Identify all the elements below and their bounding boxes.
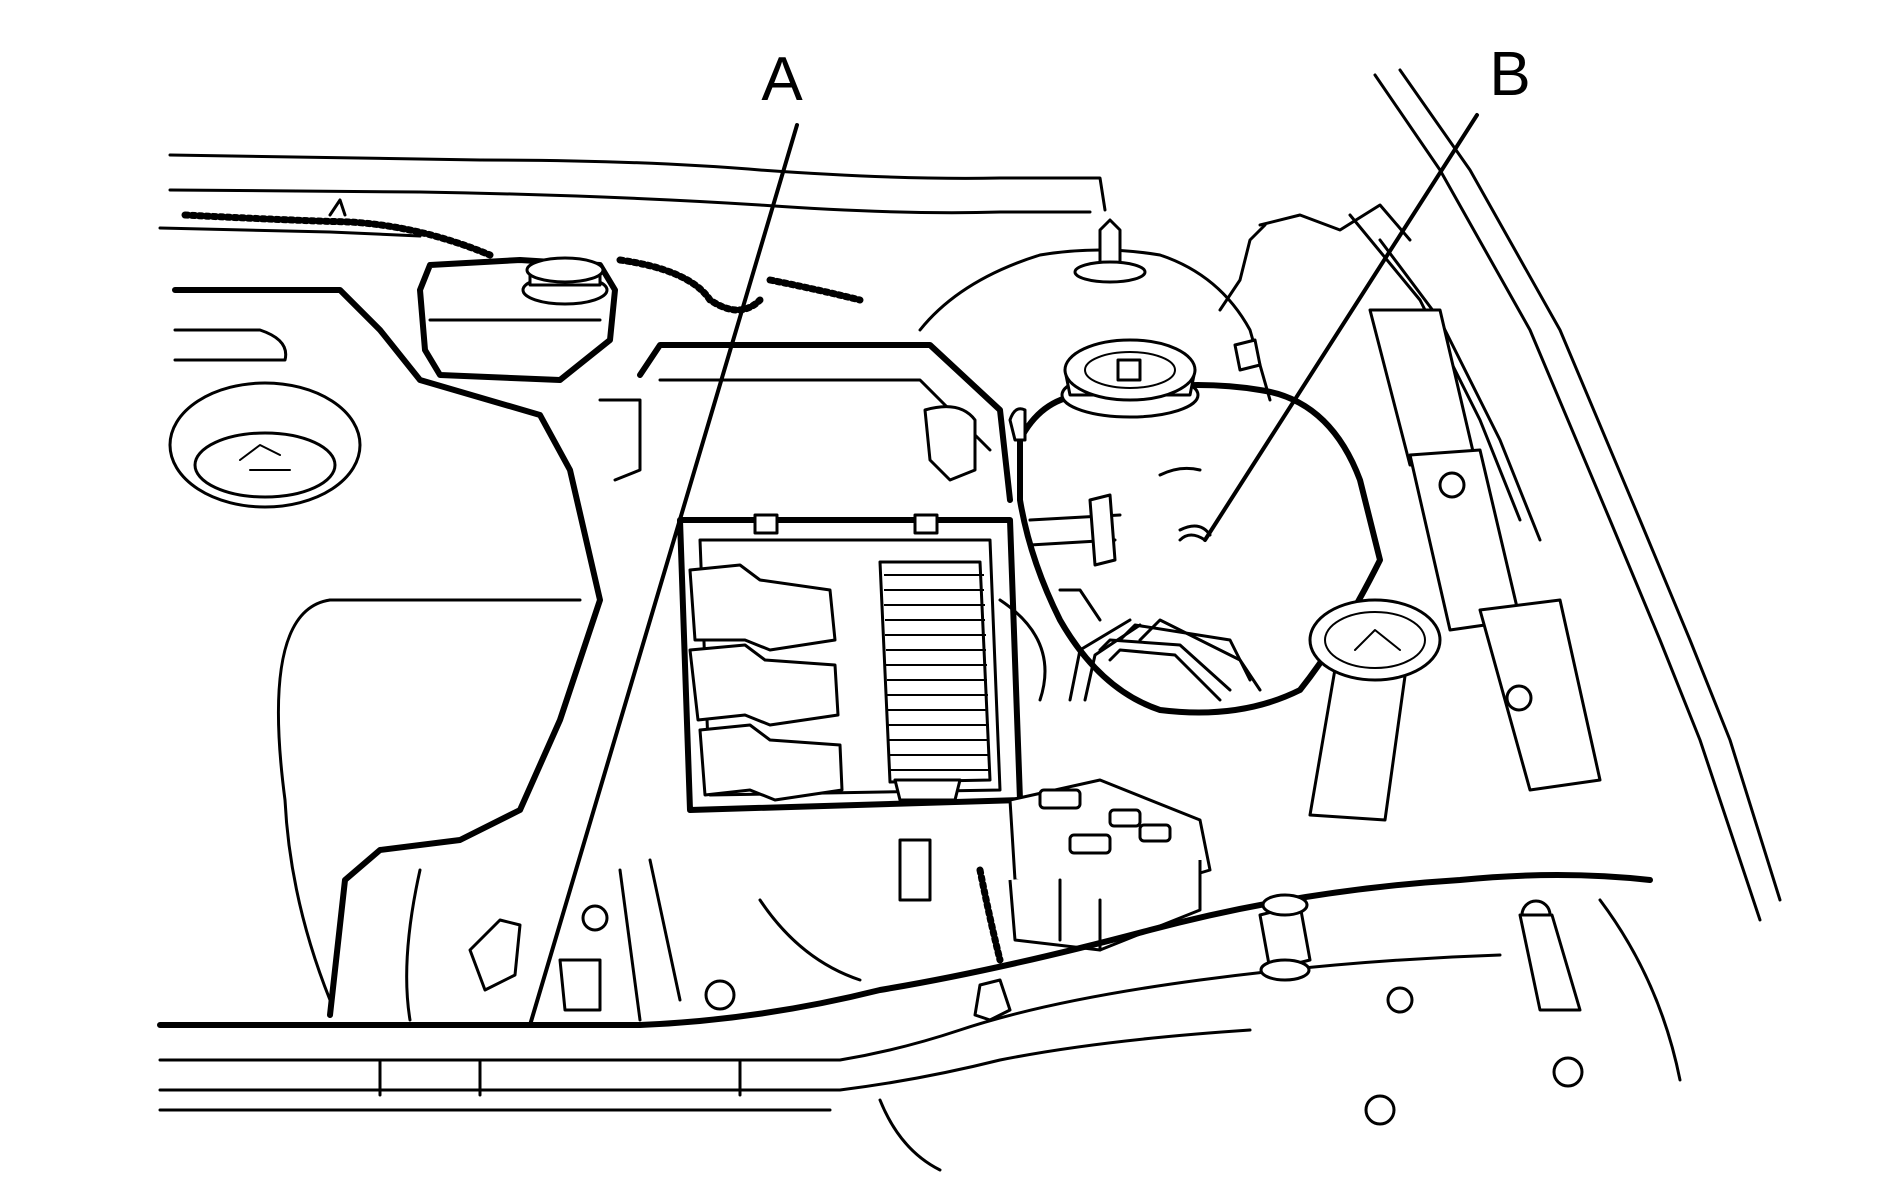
callout-b: B	[1178, 40, 1531, 542]
brake-fluid-reservoir	[417, 256, 618, 383]
engine-cover	[168, 287, 603, 1018]
brake-modulator	[1008, 778, 1212, 952]
radiator-support	[157, 872, 1682, 1172]
lower-left-components	[405, 838, 932, 1022]
wiring-harness	[181, 198, 1004, 964]
brake-lines	[1058, 588, 1262, 702]
engine-control-module	[677, 513, 1047, 813]
washer-reservoir	[1308, 598, 1442, 822]
callout-a-leader	[528, 123, 799, 1027]
air-cleaner-housing	[598, 342, 1122, 567]
callout-b-leader	[1203, 113, 1479, 542]
coolant-reservoir	[918, 218, 1383, 716]
callout-b-label: B	[1489, 40, 1530, 109]
callout-a: A	[528, 45, 803, 1027]
callout-a-label: A	[761, 45, 803, 114]
right-fender-structure	[1348, 68, 1782, 1088]
hood-edge	[158, 153, 1412, 242]
